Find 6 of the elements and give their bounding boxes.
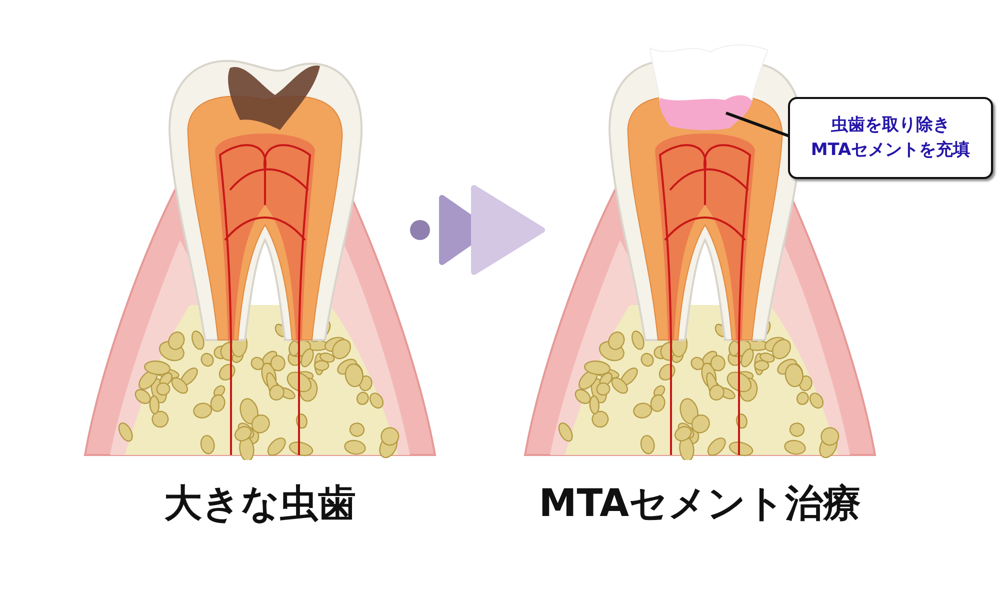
node-label: MTAセメント治療 xyxy=(538,480,862,527)
arrow xyxy=(410,185,545,275)
callout-box: 虫歯を取り除き MTAセメントを充填 xyxy=(788,97,993,179)
filling xyxy=(660,95,752,130)
node-label: 大きな虫歯 xyxy=(163,480,357,527)
leader-line xyxy=(725,112,790,138)
